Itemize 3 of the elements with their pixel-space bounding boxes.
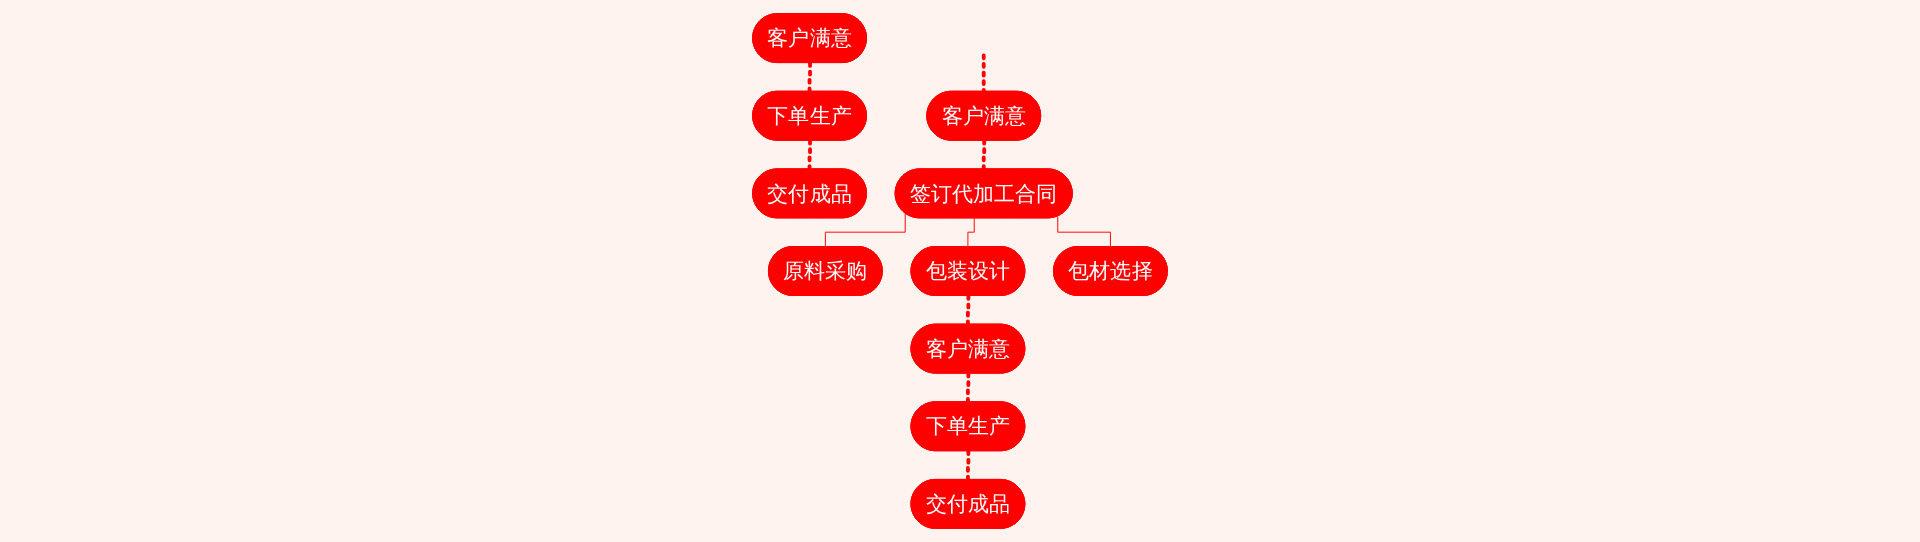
connector	[1057, 215, 1112, 248]
connector	[824, 212, 906, 248]
connector	[967, 217, 975, 248]
